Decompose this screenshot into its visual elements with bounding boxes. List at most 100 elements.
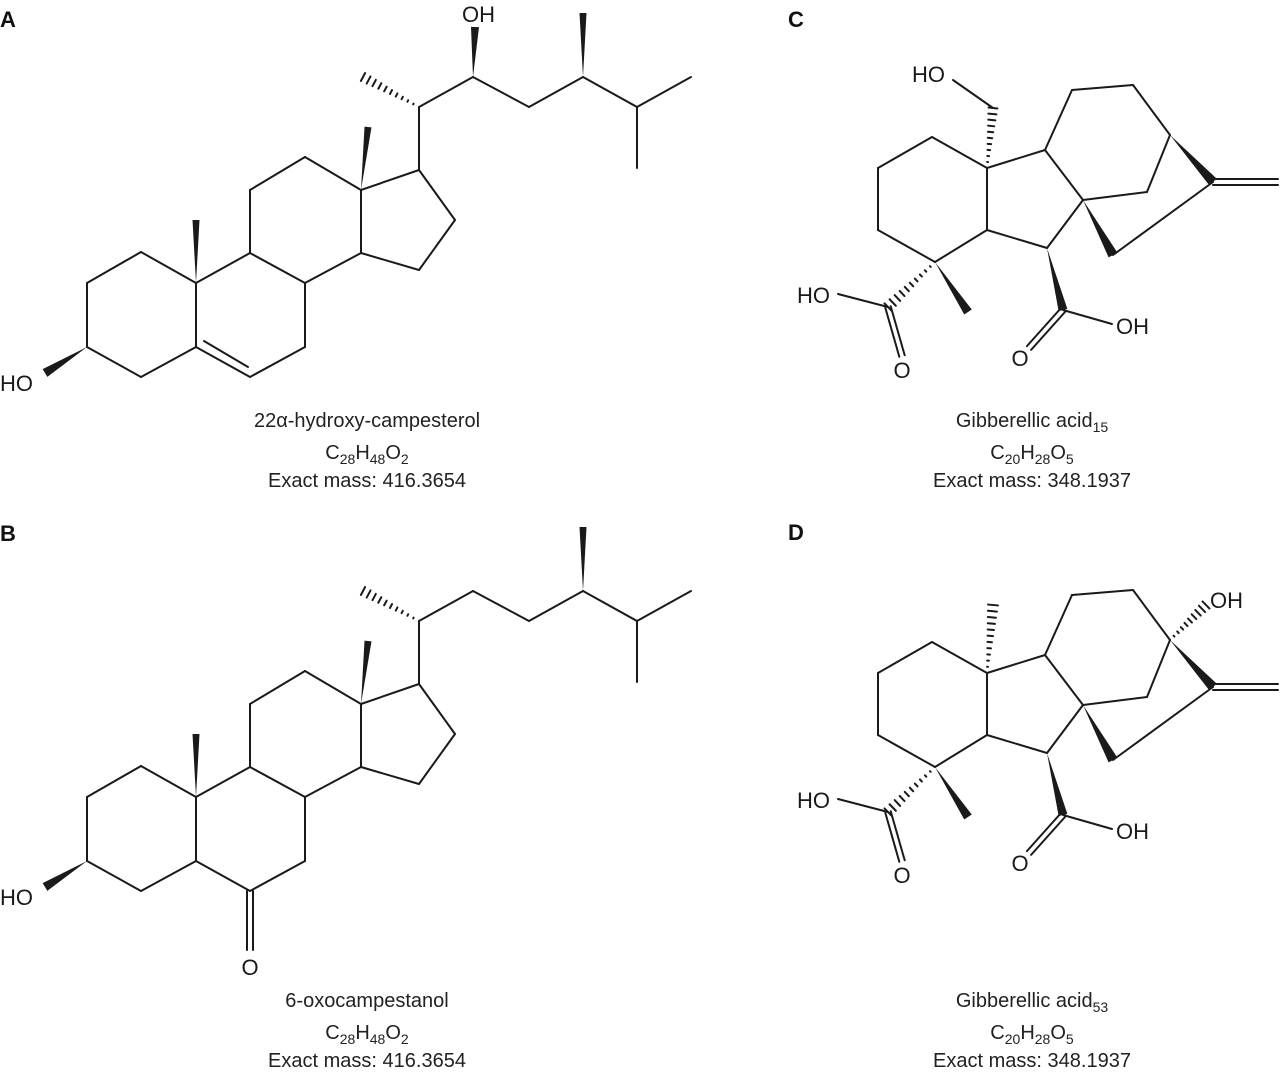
panel-label-b: B [0, 521, 16, 546]
single-bond [1146, 639, 1171, 698]
hashed-bond-stroke [923, 269, 928, 273]
single-bond [86, 765, 142, 798]
single-bond [1082, 191, 1148, 201]
single-bond [582, 76, 638, 108]
atom-label-o: O [1011, 851, 1028, 876]
single-bond [249, 252, 306, 284]
single-bond [1146, 134, 1171, 193]
wedge-bond [579, 527, 587, 591]
single-bond [249, 670, 306, 705]
hashed-bond-stroke [986, 628, 995, 632]
wedge-bond [192, 734, 200, 797]
hashed-bond-stroke [918, 273, 923, 278]
hashed-bond-stroke [908, 281, 915, 288]
atom-label-ho: HO [797, 283, 830, 308]
single-bond [140, 251, 197, 284]
single-bond [1082, 696, 1148, 706]
hashed-bond-stroke [1179, 626, 1185, 631]
wedge-bond [1083, 200, 1118, 258]
double-bond-line [1030, 815, 1067, 856]
single-bond [837, 293, 889, 308]
wedge-bond [1170, 135, 1217, 186]
single-bond [86, 860, 142, 892]
single-bond [986, 734, 1048, 754]
wedge-bond [361, 640, 372, 704]
wedge-bond [579, 13, 587, 77]
hashed-bond-stroke [400, 609, 404, 615]
single-bond [249, 860, 306, 892]
hashed-bond-stroke [928, 265, 932, 268]
single-bond [1062, 309, 1113, 325]
single-bond [418, 219, 456, 271]
single-bond [986, 149, 1046, 169]
single-bond [195, 766, 251, 798]
double-bond-line [1025, 812, 1062, 853]
single-bond [195, 346, 251, 378]
hashed-bond-stroke [986, 609, 998, 613]
atom-label-oh: OH [1116, 314, 1149, 339]
hashed-bond-stroke [394, 92, 399, 98]
caption-c: Gibberellic acid15 C20H28O5 Exact mass: … [933, 410, 1131, 492]
double-bond-line [884, 306, 901, 358]
single-bond [304, 252, 362, 284]
molecular-formula: C20H28O5 [990, 1022, 1074, 1047]
hashed-bond-stroke [893, 799, 902, 807]
atom-label-oh: OH [1116, 819, 1149, 844]
hashed-bond-stroke [371, 592, 377, 602]
single-bond [418, 733, 456, 785]
hashed-bond-stroke [1190, 613, 1198, 621]
structure-22a-hydroxy-campesterol: A HO OH [0, 2, 692, 396]
single-bond [360, 766, 420, 785]
single-bond [877, 136, 933, 169]
single-bond [1112, 686, 1214, 761]
atom-label-oh: OH [462, 2, 495, 27]
hashed-bond-stroke [903, 790, 910, 798]
hashed-bond-stroke [913, 277, 919, 283]
double-bond-line [889, 305, 906, 357]
hashed-bond-stroke [918, 778, 923, 783]
single-bond [304, 766, 362, 798]
single-bond [877, 641, 933, 674]
caption-b: 6-oxocampestanol C28H48O2 Exact mass: 41… [268, 990, 466, 1072]
exact-mass: Exact mass: 416.3654 [268, 1050, 466, 1072]
single-bond [1046, 199, 1084, 249]
single-bond [472, 590, 530, 622]
hashed-bond-stroke [987, 118, 997, 122]
hashed-bond-stroke [893, 294, 902, 302]
hashed-bond-stroke [987, 124, 996, 128]
hashed-bond-stroke [923, 774, 928, 778]
single-bond [1062, 814, 1113, 830]
hashed-bond-stroke [406, 99, 410, 103]
single-bond [528, 76, 584, 108]
panel-label-c: C [788, 7, 804, 32]
single-bond [636, 590, 692, 622]
single-bond [304, 156, 362, 191]
single-bond [140, 346, 197, 378]
hashed-bond-stroke [1183, 621, 1189, 628]
atom-label-o: O [893, 358, 910, 383]
single-bond [1044, 89, 1073, 151]
hashed-bond-stroke [388, 89, 394, 95]
hashed-bond-stroke [1194, 608, 1202, 617]
hashed-bond-stroke [359, 586, 367, 596]
hashed-bond-stroke [388, 603, 394, 609]
wedge-bond [1047, 248, 1068, 312]
hashed-bond-stroke [377, 82, 383, 90]
single-bond [1071, 84, 1134, 91]
panel-label-d: D [788, 520, 804, 545]
hashed-bond-stroke [383, 599, 388, 607]
single-bond [249, 346, 306, 378]
atom-label-ho-top: HO [912, 62, 945, 87]
single-bond [86, 346, 142, 378]
hashed-bond-stroke [987, 603, 999, 607]
hashed-bond-stroke [1176, 630, 1180, 635]
hashed-bond-stroke [986, 622, 996, 625]
hashed-bond-stroke [908, 786, 915, 793]
single-bond [528, 590, 584, 622]
single-bond [931, 136, 988, 169]
hashed-bond-stroke [365, 589, 372, 599]
wedge-bond [935, 767, 972, 820]
wedge-bond [1083, 705, 1118, 763]
single-bond [249, 156, 306, 191]
